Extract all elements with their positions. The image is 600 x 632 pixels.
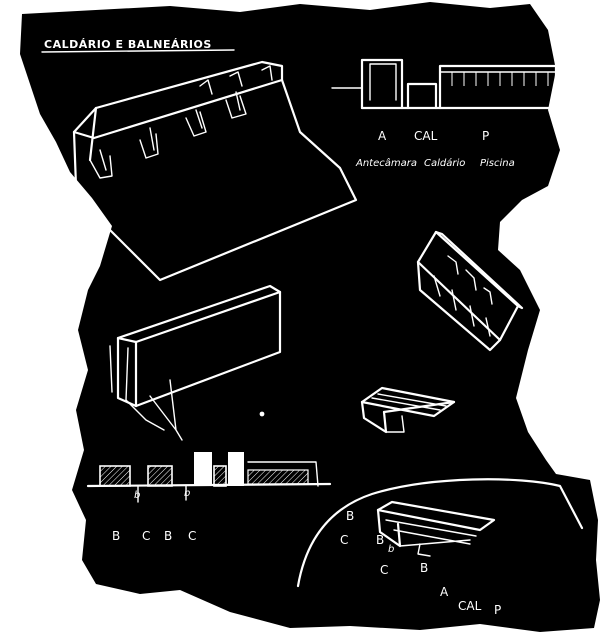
caption-piscina: Piscina: [480, 158, 515, 169]
detail-label-b-bottom: B: [420, 561, 428, 575]
pool-block-perspective-sketch: [109, 284, 282, 441]
plan-label-b1: B: [112, 529, 120, 543]
detail-label-b-small: b: [388, 544, 394, 555]
caldarium-perspective-sketch: [72, 60, 358, 282]
steps-sketch: [360, 386, 456, 434]
detail-label-cal: CAL: [458, 599, 482, 613]
plan-label-c1: C: [142, 529, 150, 543]
detail-label-a: A: [440, 585, 449, 599]
svg-text:b: b: [184, 488, 190, 499]
floor-plan-sketch: b b B C B C: [86, 452, 332, 543]
label-p: P: [482, 129, 489, 143]
title-underline: [41, 49, 235, 53]
plan-label-b2: B: [164, 529, 172, 543]
drawing-title: CALDÁRIO E BALNEÁRIOS: [44, 38, 212, 51]
section-elevation-sketch: A CAL P Antecâmara Caldário Piscina: [331, 58, 562, 169]
plan-label-c2: C: [188, 529, 196, 543]
small-perspective-sketch: [416, 230, 524, 352]
detail-label-c-left: C: [340, 533, 348, 547]
detail-label-c-bottom: C: [380, 563, 388, 577]
caption-caldario: Caldário: [424, 157, 465, 169]
detail-label-b-top: B: [346, 509, 354, 523]
detail-label-p: P: [494, 603, 501, 617]
detail-label-b-mid: B: [376, 533, 384, 547]
svg-text:b: b: [134, 490, 140, 501]
caption-antecamara: Antecâmara: [355, 157, 417, 169]
pool-detail-sketch: B C B b C B A CAL P: [296, 478, 584, 617]
label-cal: CAL: [414, 129, 438, 143]
label-a: A: [378, 129, 387, 143]
